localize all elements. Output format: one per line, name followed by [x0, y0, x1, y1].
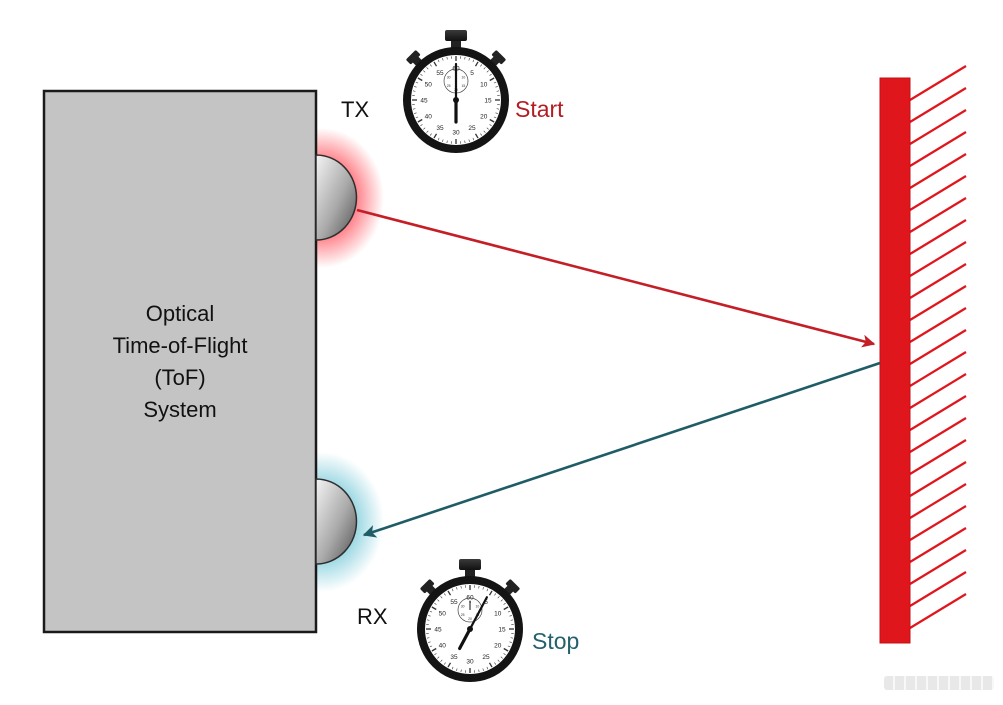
dial-number: 30: [466, 659, 474, 666]
subdial-number: 25: [447, 84, 451, 88]
rx-label: RX: [357, 604, 388, 629]
watermark: [884, 676, 994, 690]
dial-number: 30: [452, 130, 460, 137]
dial-number: 5: [470, 70, 474, 77]
dial-number: 50: [439, 611, 447, 618]
dial-number: 20: [480, 114, 488, 121]
dial-number: 55: [450, 599, 458, 606]
dial-number: 10: [494, 611, 502, 618]
stop-label: Stop: [532, 628, 580, 654]
target-wall: [879, 77, 911, 644]
system-label-line: System: [143, 397, 217, 422]
dial-number: 40: [439, 643, 447, 650]
start-stopwatch-icon: 6051015202530354045505551015202530: [403, 30, 509, 153]
system-label-line: (ToF): [154, 365, 206, 390]
dial-number: 50: [425, 82, 433, 89]
rx-lens: [315, 478, 358, 565]
dial-number: 40: [425, 114, 433, 121]
dial-number: 45: [434, 627, 442, 634]
dial-number: 15: [498, 627, 506, 634]
system-label-line: Time-of-Flight: [112, 333, 248, 358]
tof-system-label: Optical Time-of-Flight (ToF) System: [44, 298, 316, 426]
reflected-beam-arrow: [362, 361, 881, 538]
target-wall-hatching: [909, 65, 967, 629]
dial-number: 45: [420, 98, 428, 105]
tof-system-box: [42, 89, 318, 634]
dial-number: 35: [436, 125, 444, 132]
subdial-number: 15: [461, 84, 465, 88]
system-label-line: Optical: [145, 301, 215, 326]
tx-label: TX: [341, 97, 370, 122]
dial-number: 35: [450, 654, 458, 661]
dial-number: 25: [482, 654, 490, 661]
dial-number: 15: [484, 98, 492, 105]
dial-number: 5: [484, 599, 488, 606]
dial-number: 20: [494, 643, 502, 650]
subdial-number: 10: [461, 75, 465, 79]
start-label: Start: [515, 96, 564, 122]
dial-number: 10: [480, 82, 488, 89]
dial-number: 55: [436, 70, 444, 77]
subdial-number: 30: [447, 75, 451, 79]
tx-lens: [315, 154, 358, 241]
subdial-number: 30: [461, 604, 465, 608]
subdial-number: 10: [475, 604, 479, 608]
stop-stopwatch-icon: 6051015202530354045505551015202530: [417, 559, 523, 682]
emitted-beam-arrow: [356, 208, 876, 348]
subdial-number: 25: [461, 613, 465, 617]
subdial-number: 20: [468, 617, 472, 621]
dial-number: 25: [468, 125, 476, 132]
